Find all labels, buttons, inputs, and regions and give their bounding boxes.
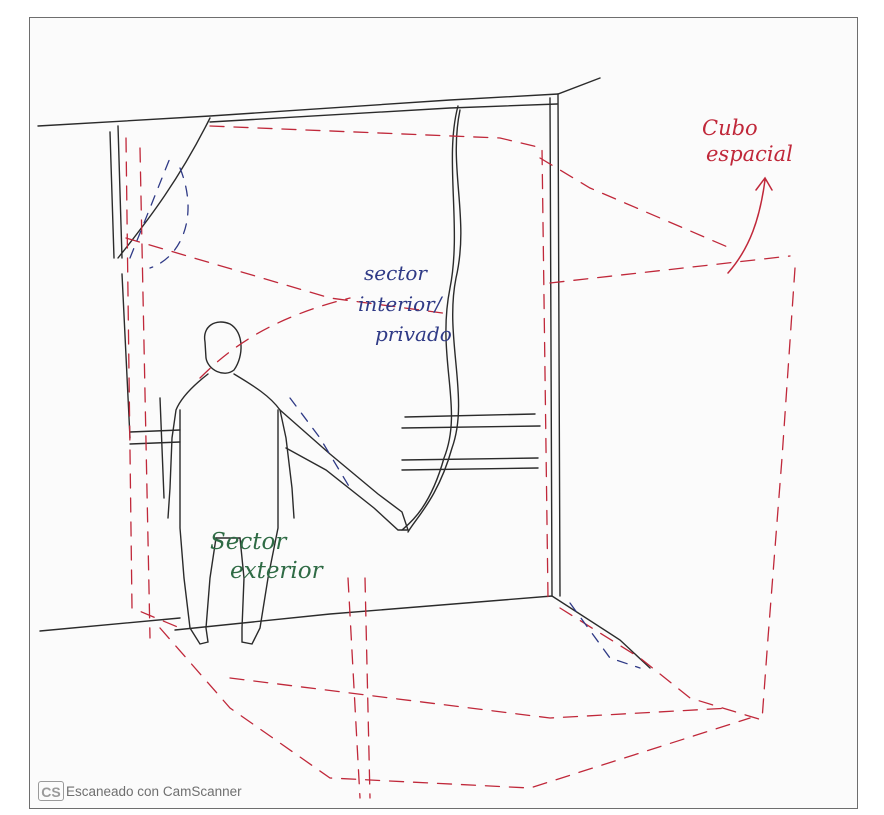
- watermark-text: Escaneado con CamScanner: [66, 784, 242, 799]
- blue-dashed-accents: [130, 158, 640, 668]
- label-interior: sector interior/ privado: [358, 261, 452, 346]
- architectural-sketch: Cubo espacial sector interior/ privado S…: [30, 18, 858, 809]
- label-exterior-line-1: Sector: [210, 529, 288, 555]
- label-cube-line-2: espacial: [706, 142, 793, 166]
- scanned-page: Cubo espacial sector interior/ privado S…: [29, 17, 858, 809]
- label-interior-line-2: interior/: [358, 292, 444, 316]
- label-cube: Cubo espacial: [702, 116, 793, 166]
- pencil-structure: [38, 78, 650, 668]
- camscanner-watermark: CS Escaneado con CamScanner: [38, 779, 242, 803]
- label-cube-line-1: Cubo: [702, 116, 758, 140]
- label-interior-line-1: sector: [364, 261, 428, 285]
- label-exterior: Sector exterior: [210, 529, 325, 584]
- label-interior-line-3: privado: [375, 322, 452, 346]
- label-exterior-line-2: exterior: [230, 558, 325, 584]
- camscanner-logo-icon: CS: [38, 781, 64, 801]
